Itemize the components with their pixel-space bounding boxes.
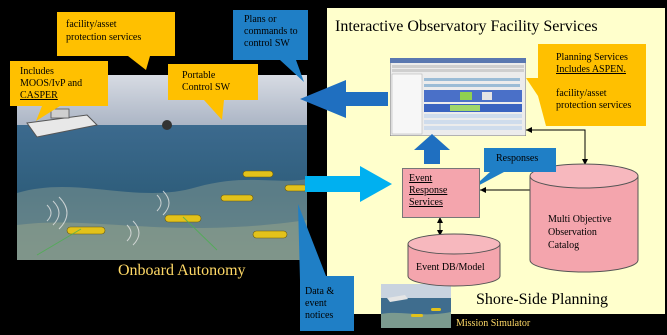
planning-line-3: facility/asset (556, 88, 607, 99)
facility-top-line-1: facility/asset (66, 19, 117, 30)
plans-line-2: commands to (244, 26, 298, 37)
data-line-1: Data & (305, 286, 335, 297)
plans-arrow (300, 80, 388, 118)
event-response-services-box: Event Response Services (402, 168, 480, 218)
catalog-line-1: Multi Objective (548, 214, 612, 225)
plans-callout-shape (233, 10, 308, 82)
panel-title: Interactive Observatory Facility Service… (335, 18, 598, 35)
facility-callout-text: facility/asset protection services (66, 18, 141, 44)
responses-callout-text: Responses (496, 153, 539, 164)
planning-line-4: protection services (556, 100, 632, 111)
facility-callout-shape (57, 12, 175, 70)
data-arrow (305, 166, 392, 202)
moos-line-2: MOOS/IvP and (20, 78, 83, 89)
moos-line-3: CASPER (20, 90, 58, 101)
plans-callout-text: Plans or commands to control SW (244, 14, 298, 50)
portable-callout-shape (168, 64, 258, 120)
planning-callout-shape (526, 44, 646, 126)
plans-line-1: Plans or (244, 14, 277, 25)
moos-callout-text: Includes MOOS/IvP and CASPER (20, 66, 82, 102)
moos-callout-shape (10, 61, 108, 121)
planning-line-2: Includes ASPEN. (556, 64, 626, 75)
moos-line-1: Includes (20, 66, 54, 77)
catalog-line-3: Catalog (548, 240, 580, 251)
responses-arrow (414, 134, 450, 164)
planning-gui-thumbnail (390, 58, 526, 136)
data-callout-text: Data & event notices (305, 286, 334, 322)
data-callout-shape (298, 204, 354, 331)
mission-simulator-label: Mission Simulator (456, 318, 531, 329)
planning-line-1: Planning Services (556, 52, 628, 63)
event-db-label: Event DB/Model (416, 262, 485, 273)
responses-callout-shape (470, 148, 556, 190)
planning-callout-text: Planning Services Includes ASPEN. facili… (556, 52, 631, 112)
plans-line-3: control SW (244, 38, 290, 49)
underwater-scene-image (17, 75, 307, 260)
mission-simulator-thumbnail (381, 284, 451, 328)
catalog-line-2: Observation (548, 227, 597, 238)
portable-line-2: Control SW (182, 82, 231, 93)
portable-line-1: Portable (182, 70, 216, 81)
facility-top-line-2: protection services (66, 32, 142, 43)
data-line-2: event (305, 298, 327, 309)
event-response-line-2: Response (409, 185, 448, 196)
portable-callout-text: Portable Control SW (182, 70, 230, 94)
event-db-cylinder (407, 233, 501, 287)
onboard-autonomy-label: Onboard Autonomy (118, 262, 246, 279)
gui-to-catalog-connector (526, 129, 586, 165)
shore-side-planning-label: Shore-Side Planning (476, 291, 608, 308)
event-response-line-1: Event (409, 173, 433, 184)
event-response-line-3: Services (409, 197, 443, 208)
catalog-cylinder (529, 163, 639, 273)
catalog-label: Multi Objective Observation Catalog (548, 213, 612, 252)
data-line-3: notices (305, 310, 334, 321)
